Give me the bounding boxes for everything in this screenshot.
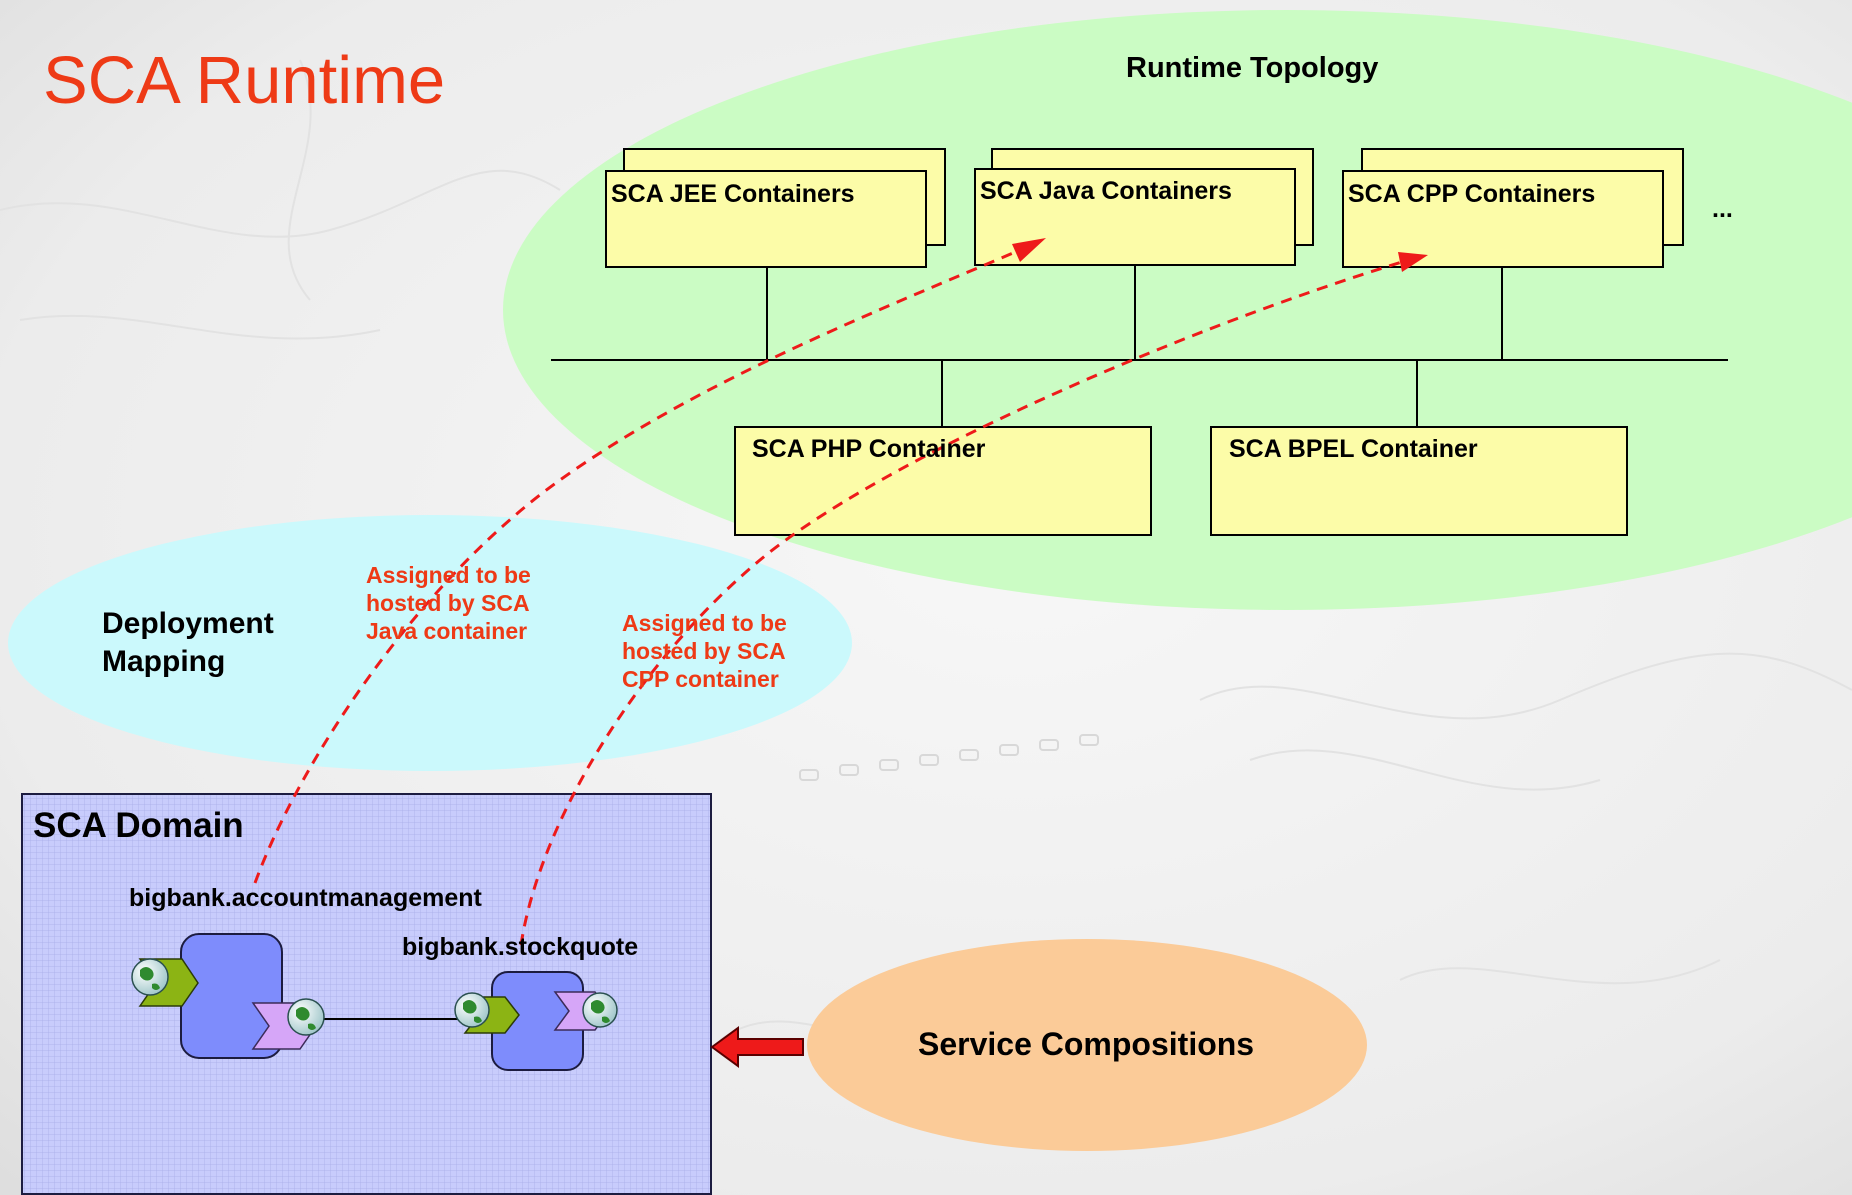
deployment-mapping-title: Deployment Mapping <box>102 607 274 678</box>
globe-icon <box>131 958 169 996</box>
background-dashed-marks <box>799 734 1099 781</box>
globe-icon <box>454 992 490 1028</box>
annotation-java: Assigned to be hosted by SCA Java contai… <box>366 562 531 644</box>
globe-icon <box>582 992 618 1028</box>
container-label-jee: SCA JEE Containers <box>611 180 855 208</box>
runtime-topology-title: Runtime Topology <box>1126 52 1379 84</box>
component-accountmanagement <box>131 933 325 1059</box>
red-left-arrow-icon <box>710 1026 804 1068</box>
component-name-stockquote: bigbank.stockquote <box>402 933 639 961</box>
container-php <box>734 426 1152 536</box>
page-title: SCA Runtime <box>43 43 446 118</box>
container-label-java: SCA Java Containers <box>980 177 1232 205</box>
service-compositions-ellipse <box>807 939 1367 1151</box>
container-label-bpel: SCA BPEL Container <box>1229 435 1478 463</box>
mapping-arrow-cpp <box>519 252 1428 946</box>
domain-title: SCA Domain <box>33 806 244 845</box>
deployment-mapping-ellipse <box>8 515 852 771</box>
topology-bus <box>551 265 1728 427</box>
mapping-arrow-java <box>253 238 1046 884</box>
component-stockquote <box>454 971 618 1071</box>
annotation-cpp: Assigned to be hosted by SCA CPP contain… <box>622 610 787 692</box>
container-label-php: SCA PHP Container <box>752 435 986 463</box>
container-jee <box>605 148 946 268</box>
service-compositions-label: Service Compositions <box>918 1026 1255 1062</box>
component-name-accountmanagement: bigbank.accountmanagement <box>129 884 482 912</box>
container-label-cpp: SCA CPP Containers <box>1348 180 1596 208</box>
container-bpel <box>1210 426 1628 536</box>
globe-icon <box>287 998 325 1036</box>
container-cpp <box>1342 148 1684 268</box>
more-containers-ellipsis: ... <box>1712 195 1733 223</box>
